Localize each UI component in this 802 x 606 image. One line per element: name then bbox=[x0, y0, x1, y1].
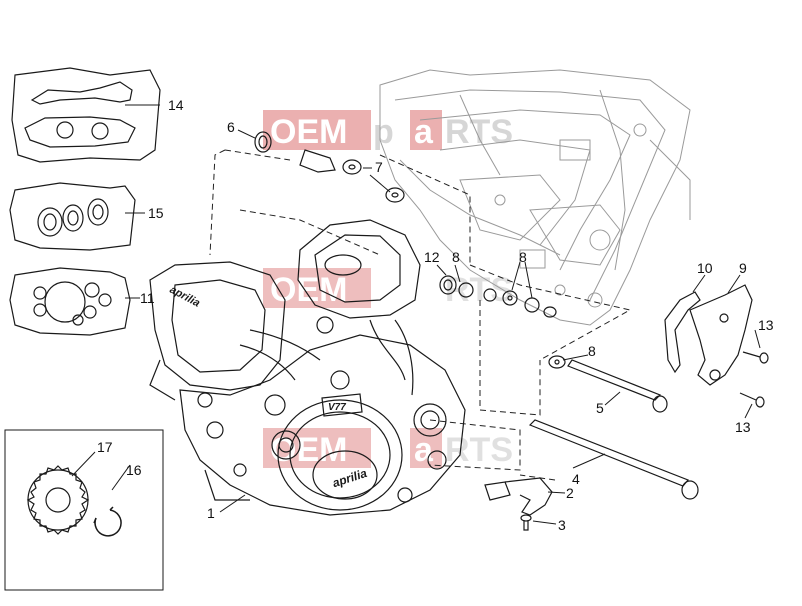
watermark-top-left: OEM bbox=[270, 113, 347, 151]
callout-8a: 8 bbox=[452, 249, 460, 265]
clutch-cover-brand: aprilia bbox=[331, 466, 369, 490]
callout-14: 14 bbox=[168, 97, 184, 113]
sprocket-inset bbox=[4, 429, 164, 591]
oil-seal-6 bbox=[254, 131, 272, 153]
callout-8c: 8 bbox=[588, 343, 596, 359]
callout-15: 15 bbox=[148, 205, 164, 221]
screw-3 bbox=[520, 514, 532, 531]
dashed-guides bbox=[209, 149, 632, 481]
callout-13b: 13 bbox=[735, 419, 751, 435]
screws-13 bbox=[739, 351, 769, 408]
callout-3: 3 bbox=[558, 517, 566, 533]
plate-10 bbox=[664, 291, 701, 374]
watermark-bottom: OEM a RTS bbox=[263, 428, 513, 469]
callout-17: 17 bbox=[97, 439, 113, 455]
badge-text: V77 bbox=[328, 402, 346, 413]
callout-1: 1 bbox=[207, 505, 215, 521]
guard-9 bbox=[689, 284, 753, 386]
watermark-bottom-left: OEM bbox=[270, 431, 347, 469]
watermark-bottom-right: RTS bbox=[445, 431, 513, 469]
watermark-top: OEM p a RTS bbox=[263, 110, 513, 151]
callout-13a: 13 bbox=[758, 317, 774, 333]
gasket-kit-11 bbox=[9, 267, 131, 336]
watermark-bottom-box-letter: a bbox=[414, 431, 434, 469]
callout-11: 11 bbox=[140, 290, 155, 306]
watermark-top-box-letter: a bbox=[414, 113, 434, 151]
inset-frame bbox=[4, 429, 164, 591]
callout-2: 2 bbox=[566, 485, 574, 501]
watermark-top-box bbox=[263, 110, 371, 150]
washer-7 bbox=[342, 159, 405, 203]
watermark-middle-left: OEM bbox=[270, 271, 347, 309]
gasket-kit-14 bbox=[11, 67, 161, 163]
bracket-2 bbox=[484, 477, 553, 516]
callout-4: 4 bbox=[572, 471, 580, 487]
callout-12: 12 bbox=[424, 249, 440, 265]
callout-16: 16 bbox=[126, 462, 142, 478]
callout-leaders bbox=[71, 104, 761, 525]
engine-assembly bbox=[149, 219, 466, 516]
bolt-5 bbox=[567, 359, 668, 413]
callout-9: 9 bbox=[739, 260, 747, 276]
bolt-4 bbox=[528, 419, 699, 500]
gasket-kit-15 bbox=[9, 182, 136, 251]
seal-12 bbox=[439, 275, 457, 295]
circlip-16 bbox=[93, 506, 122, 537]
sprocket-17 bbox=[26, 465, 90, 535]
callout-5: 5 bbox=[596, 400, 604, 416]
callout-numbers: 1 2 3 4 5 6 7 8 8 8 9 10 11 12 13 13 14 … bbox=[97, 97, 774, 533]
callout-8b: 8 bbox=[519, 249, 527, 265]
watermark-top-mid: p bbox=[373, 113, 394, 151]
bushing-top bbox=[299, 149, 336, 173]
watermark-middle: OEM RTS bbox=[263, 268, 513, 309]
watermark-bottom-box bbox=[263, 428, 371, 468]
callout-10: 10 bbox=[697, 260, 713, 276]
watermark-top-box2 bbox=[410, 110, 442, 150]
callout-6: 6 bbox=[227, 119, 235, 135]
callout-7: 7 bbox=[375, 159, 383, 175]
frame-drawing bbox=[379, 69, 691, 326]
